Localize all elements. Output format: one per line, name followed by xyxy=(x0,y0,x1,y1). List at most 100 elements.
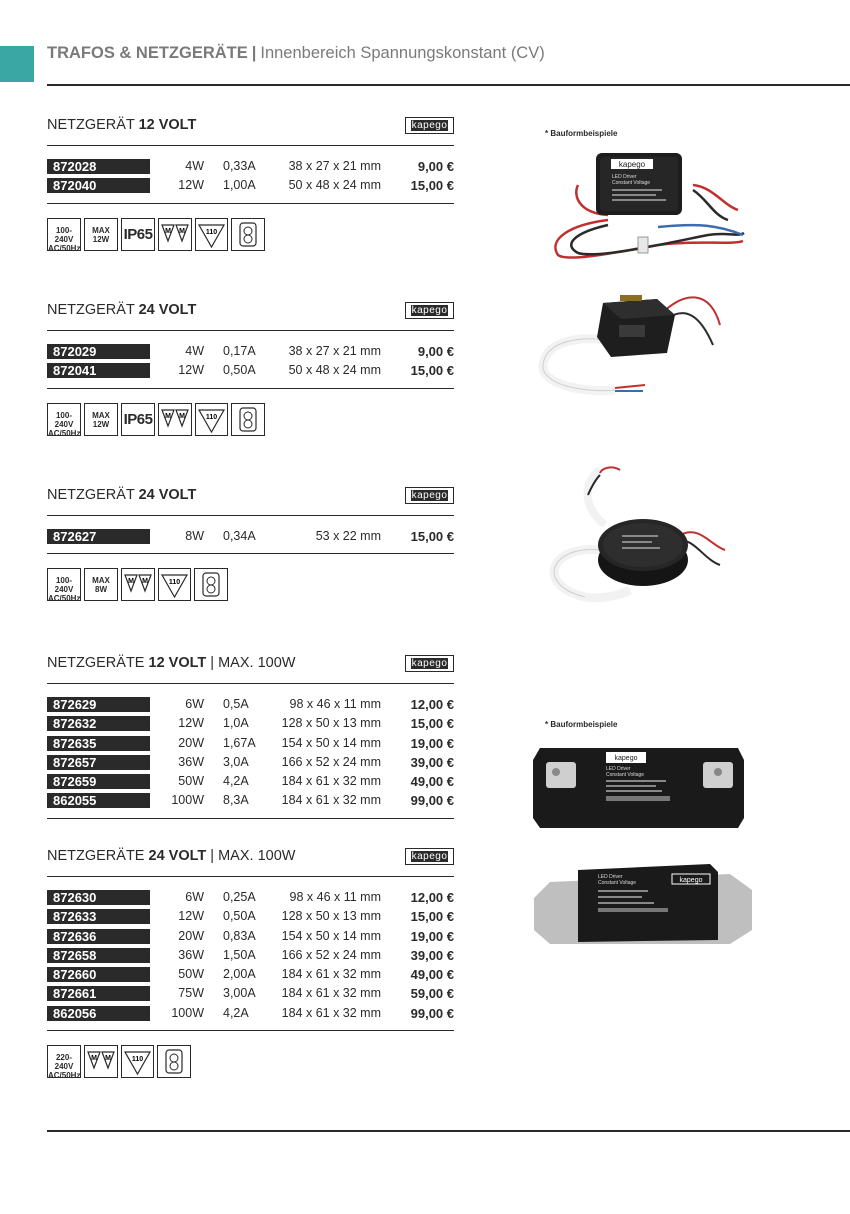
dimensions-value: 184 x 61 x 32 mm xyxy=(281,967,381,982)
price-value: 49,00 € xyxy=(410,774,454,790)
dimensions-value: 128 x 50 x 13 mm xyxy=(281,909,381,924)
svg-text:M: M xyxy=(142,578,148,585)
price-value: 99,00 € xyxy=(410,793,454,809)
page-title-main: TRAFOS & NETZGERÄTE xyxy=(47,44,248,62)
price-value: 59,00 € xyxy=(410,986,454,1002)
power-value: 4W xyxy=(185,159,204,173)
power-value: 36W xyxy=(178,754,204,769)
temp-110-icon: 110 xyxy=(121,1045,154,1079)
current-value: 0,17A xyxy=(223,344,256,358)
current-value: 1,50A xyxy=(223,947,256,962)
chapter-tab xyxy=(0,46,34,82)
header-rule xyxy=(47,84,850,86)
temp-110-icon: 110 xyxy=(195,402,228,436)
svg-text:Constant Voltage: Constant Voltage xyxy=(606,772,644,778)
current-value: 1,67A xyxy=(223,735,256,750)
section-rule xyxy=(47,515,454,516)
driver-photo-round xyxy=(549,466,726,603)
price-value: 9,00 € xyxy=(417,159,454,174)
dimensions-value: 53 x 22 mm xyxy=(315,529,381,543)
power-value: 100W xyxy=(171,793,204,808)
svg-text:110: 110 xyxy=(206,229,217,236)
current-value: 1,0A xyxy=(223,716,249,731)
article-number: 872659 xyxy=(47,774,150,790)
article-number: 872627 xyxy=(47,529,150,544)
current-value: 0,50A xyxy=(223,909,256,924)
price-value: 15,00 € xyxy=(410,178,454,194)
dimensions-value: 184 x 61 x 32 mm xyxy=(281,793,381,808)
price-value: 15,00 € xyxy=(410,716,454,732)
svg-text:M: M xyxy=(91,1055,97,1062)
article-number: 872629 xyxy=(47,697,150,712)
table-bottom-rule xyxy=(47,817,454,819)
power-value: 12W xyxy=(178,178,204,193)
safety-transformer-icon xyxy=(231,402,265,436)
price-value: 19,00 € xyxy=(410,928,454,944)
driver-photo-slim-black: kapego LED Driver Constant Voltage xyxy=(533,748,744,828)
current-value: 4,2A xyxy=(223,774,249,789)
dimensions-value: 98 x 46 x 11 mm xyxy=(289,890,381,904)
svg-text:M: M xyxy=(179,413,185,420)
article-number: 872661 xyxy=(47,986,150,1002)
article-number: 872635 xyxy=(47,735,150,751)
dimensions-value: 154 x 50 x 14 mm xyxy=(281,735,381,750)
brand-logo-text: kapego xyxy=(410,851,449,862)
current-value: 0,83A xyxy=(223,928,256,943)
dimensions-value: 38 x 27 x 21 mm xyxy=(288,159,381,173)
section-title-prefix: NETZGERÄT xyxy=(47,302,135,318)
safety-transformer-icon xyxy=(157,1045,191,1079)
power-value: 75W xyxy=(178,986,204,1001)
current-value: 0,5A xyxy=(223,697,249,711)
price-value: 39,00 € xyxy=(410,947,454,963)
price-value: 12,00 € xyxy=(410,697,454,712)
power-value: 4W xyxy=(185,344,204,358)
photo1-brand: kapego xyxy=(619,160,646,169)
table-bottom-rule xyxy=(47,387,454,389)
svg-text:LED Driver: LED Driver xyxy=(598,874,623,880)
price-value: 9,00 € xyxy=(417,344,454,359)
photo5-brand: kapego xyxy=(680,877,703,884)
article-number: 872657 xyxy=(47,754,150,770)
footer-rule xyxy=(47,1130,850,1132)
safety-transformer-icon xyxy=(231,217,265,251)
article-number: 872636 xyxy=(47,928,150,944)
current-value: 0,34A xyxy=(223,529,256,543)
section-title-suffix: | MAX. 100W xyxy=(210,655,296,671)
price-value: 19,00 € xyxy=(410,735,454,751)
photo4-brand: kapego xyxy=(615,755,638,762)
dimensions-value: 128 x 50 x 13 mm xyxy=(281,716,381,731)
safety-transformer-icon xyxy=(194,568,228,602)
power-value: 8W xyxy=(185,529,204,543)
article-number: 872040 xyxy=(47,178,150,194)
power-value: 12W xyxy=(178,909,204,924)
article-number: 872633 xyxy=(47,909,150,925)
section-title-suffix: | MAX. 100W xyxy=(210,848,296,864)
power-value: 12W xyxy=(178,716,204,731)
section-rule xyxy=(47,330,454,331)
section-title-voltage: 12 VOLT xyxy=(148,655,207,671)
svg-text:M: M xyxy=(128,578,134,585)
note-shape-examples-1: * Bauformbeispiele xyxy=(545,129,618,138)
section-title-prefix: NETZGERÄTE xyxy=(47,655,145,671)
article-number: 872660 xyxy=(47,967,150,983)
